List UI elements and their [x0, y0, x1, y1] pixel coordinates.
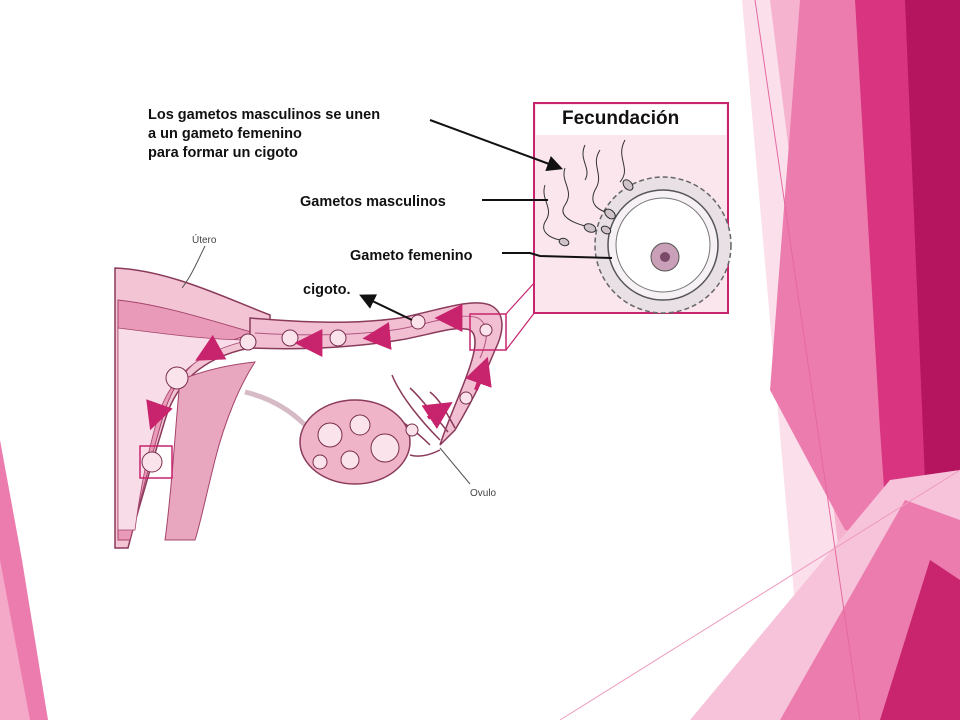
facet-lower-magenta [880, 560, 960, 720]
label-zygote: cigoto. [303, 282, 351, 298]
label-ovule: Ovulo [470, 488, 497, 499]
follicle [370, 433, 400, 463]
zoom-egg [479, 323, 493, 337]
callout-union-line-2: a un gameto femenino [148, 126, 302, 142]
callout-union-line-3: para formar un cigoto [148, 145, 298, 161]
label-male-gametes: Gametos masculinos [300, 194, 446, 210]
embryo-stage [165, 366, 189, 390]
callout-union-line-1: Los gametos masculinos se unen [148, 107, 380, 123]
ovarian-ligament [244, 389, 307, 427]
implanted-embryo [141, 451, 163, 473]
zoom-connector [505, 281, 536, 315]
facet-left-light [0, 560, 30, 720]
callout-arrow-union [429, 119, 564, 172]
released-ovule [405, 423, 419, 437]
implantation-box [139, 445, 173, 479]
callout-line-ovule [439, 447, 471, 485]
follicle [312, 454, 328, 470]
embryo-stage [410, 314, 426, 330]
ovary [299, 399, 411, 485]
facet-line-1 [754, 0, 861, 720]
embryo-stage [329, 329, 347, 347]
embryo-stage [459, 391, 473, 405]
egg-nucleolus [660, 252, 670, 262]
path-arrow [421, 401, 453, 429]
embryo-stage [239, 333, 257, 351]
embryo-stage [281, 329, 299, 347]
label-uterus: Útero [192, 233, 217, 246]
inset-title: Fecundación [562, 108, 679, 129]
path-arrow [362, 322, 392, 350]
callout-arrow-zygote [359, 294, 413, 321]
facet-line-2 [559, 469, 960, 720]
sperm-group [543, 139, 634, 247]
follicle [317, 422, 343, 448]
path-arrow [465, 356, 492, 391]
callout-line-female [502, 252, 613, 259]
path-arrow [195, 334, 227, 361]
callout-line-uterus [181, 245, 206, 289]
follicle [349, 414, 371, 436]
path-arrow [146, 399, 173, 431]
follicle [340, 450, 360, 470]
zoom-source-box [469, 313, 507, 351]
uterus-cavity [117, 327, 251, 531]
inset-title-bar [536, 105, 726, 135]
label-female-gamete: Gameto femenino [350, 248, 473, 264]
zoom-connector [505, 311, 536, 351]
